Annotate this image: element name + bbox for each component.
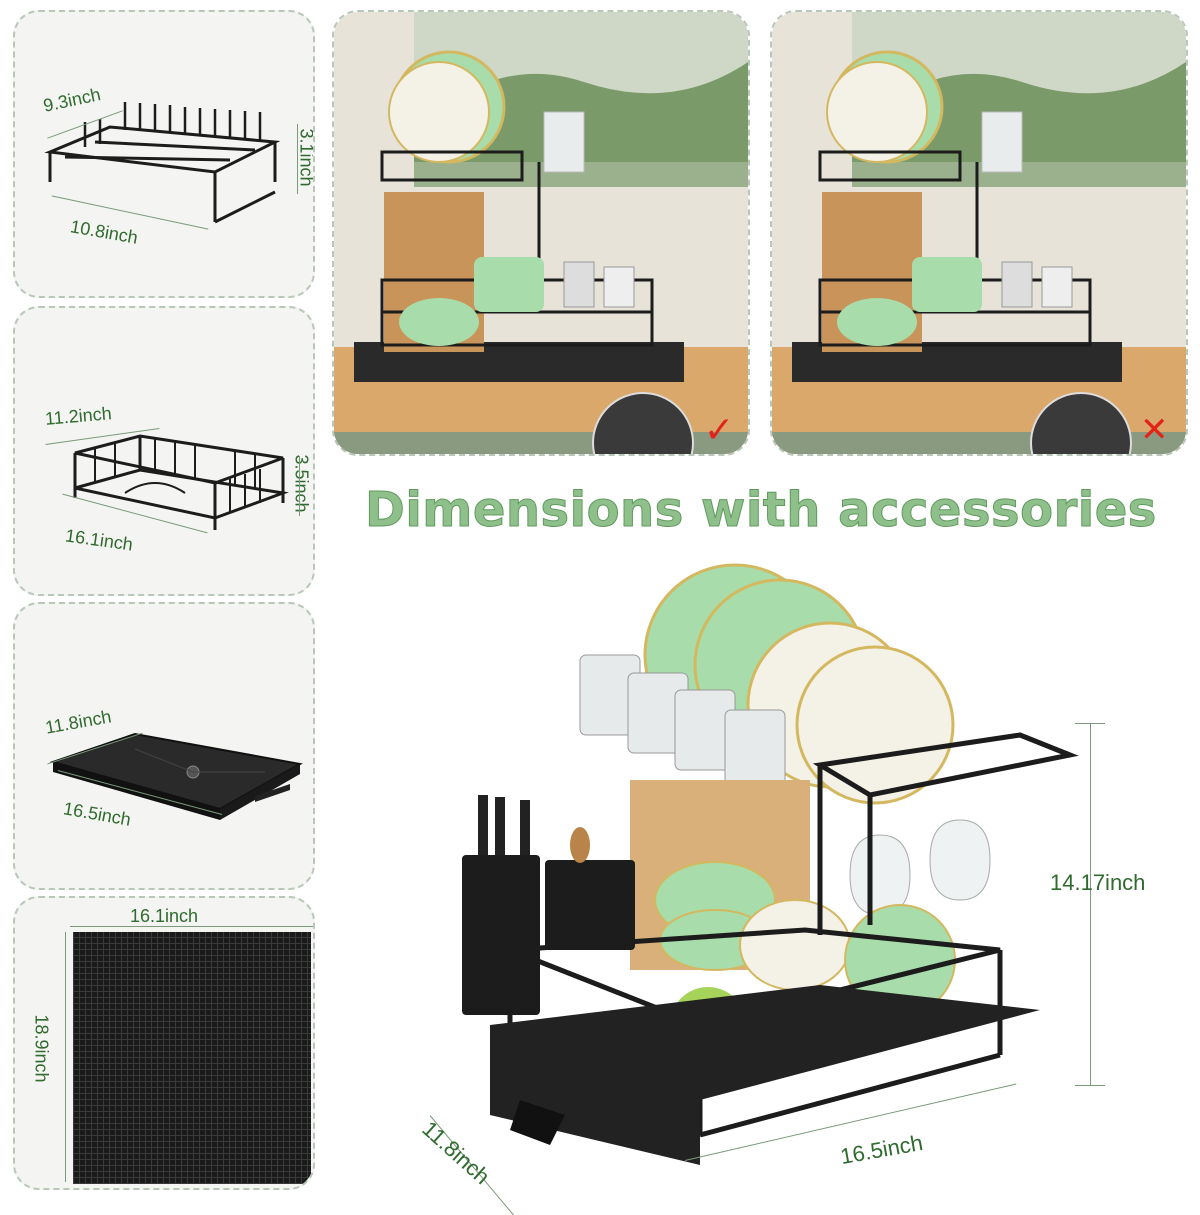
card-drip-tray: 11.8inch 16.5inch <box>13 602 315 890</box>
correct-check-icon: ✓ <box>704 410 735 451</box>
main-rack-illustration <box>462 563 1079 1165</box>
drying-mat-illustration <box>73 932 311 1184</box>
bottom-basket-height-label: 3.5inch <box>291 454 312 513</box>
card-top-rack: 9.3inch 10.8inch 3.1inch <box>13 10 315 298</box>
mat-width-line <box>70 926 313 927</box>
incorrect-cross-icon: ✕ <box>1140 410 1169 450</box>
main-height-line <box>1090 723 1091 1085</box>
mat-width-label: 16.1inch <box>130 906 199 926</box>
card-drying-mat: 16.1inch 18.9inch <box>13 896 315 1190</box>
main-height-top-tick <box>1075 723 1105 724</box>
main-height-bottom-tick <box>1075 1085 1105 1086</box>
main-height-label: 14.17inch <box>1050 870 1146 895</box>
photo-incorrect-placement: ✕ <box>770 10 1188 456</box>
bottom-basket-height-line <box>299 456 300 516</box>
mat-length-line <box>65 932 66 1182</box>
main-product: 14.17inch 11.8inch 16.5inch <box>400 555 1180 1215</box>
drip-tray-illustration <box>49 732 303 820</box>
photo-correct-placement: ✓ <box>332 10 750 456</box>
top-rack-illustration <box>44 102 281 224</box>
top-rack-height-label: 3.1inch <box>296 128 315 187</box>
kitchen-scene-correct <box>334 12 748 454</box>
page-headline: Dimensions with accessories <box>365 482 1157 539</box>
card-bottom-basket: 11.2inch 16.1inch 3.5inch <box>13 306 315 596</box>
bottom-basket-illustration <box>73 434 289 530</box>
mat-length-label: 18.9inch <box>31 1014 52 1083</box>
kitchen-scene-incorrect <box>772 12 1186 454</box>
top-rack-height-line <box>297 124 298 194</box>
